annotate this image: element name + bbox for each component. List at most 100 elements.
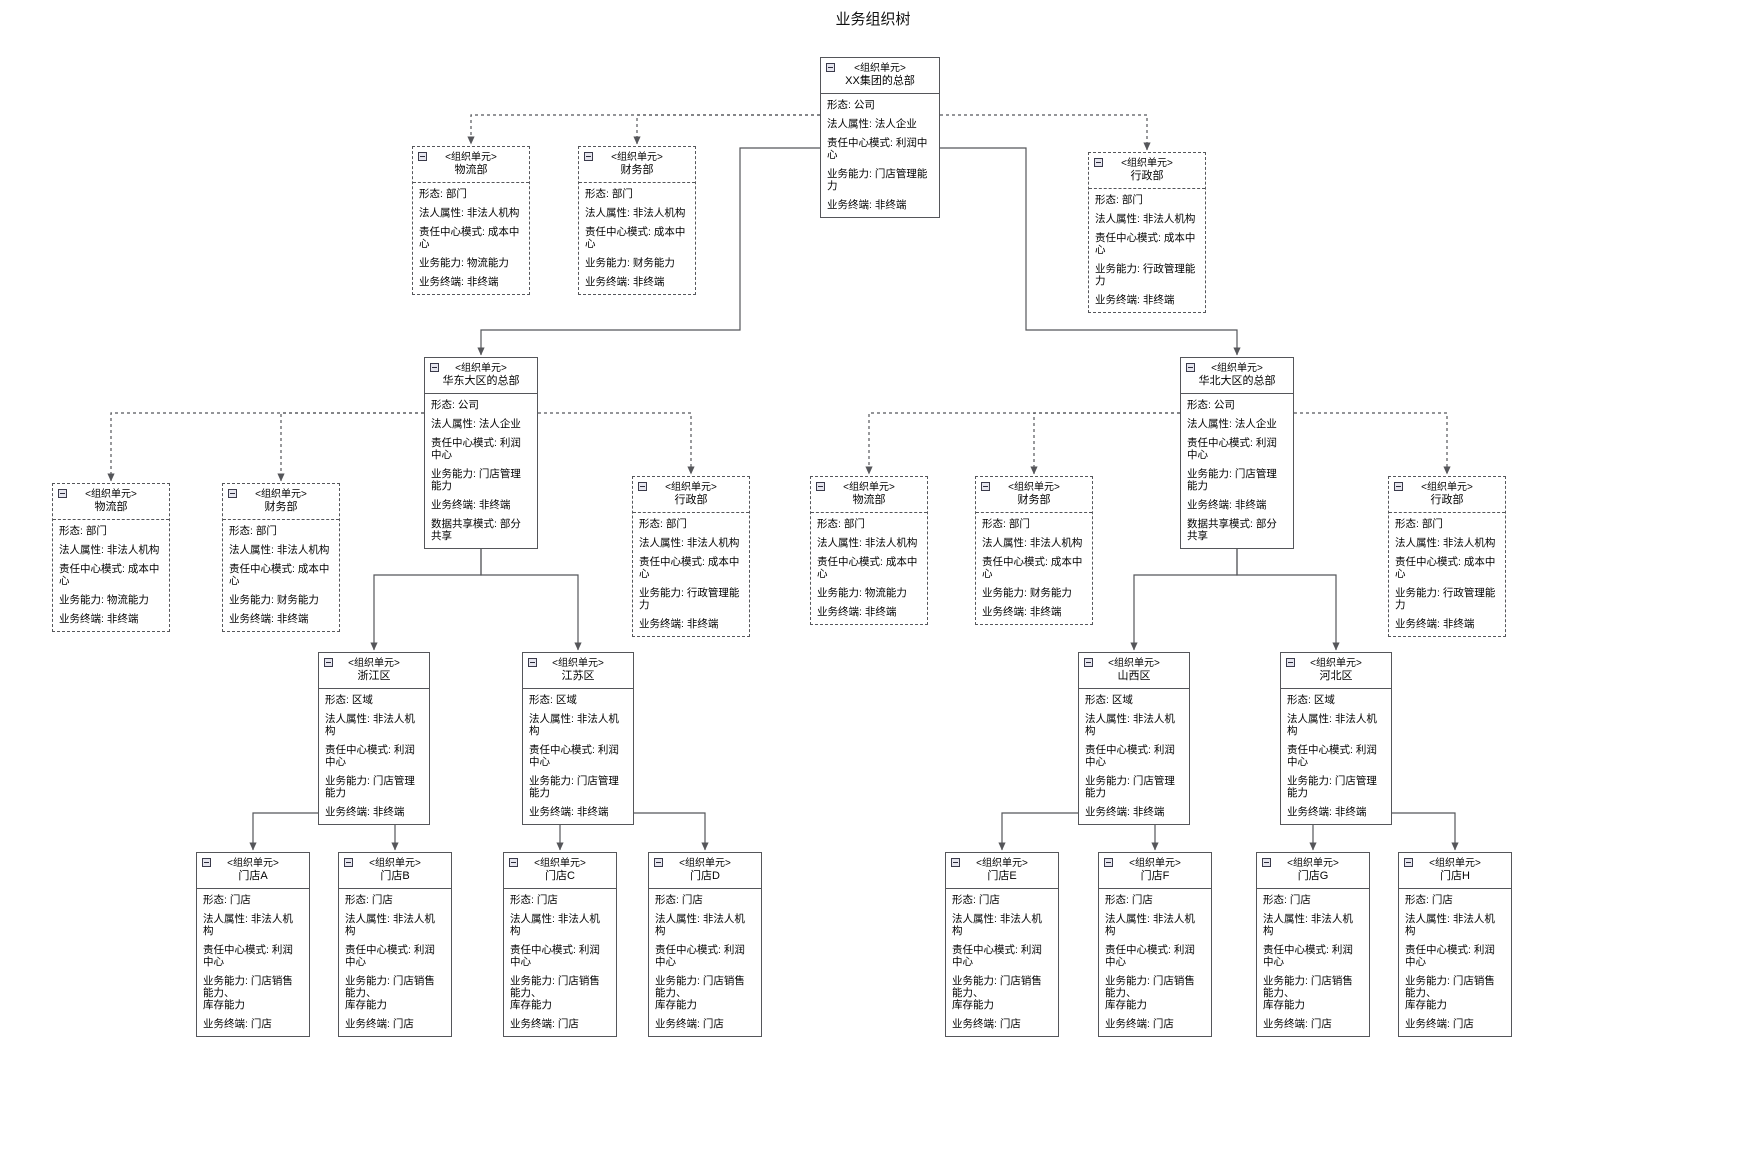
org-node-hq-caiwu[interactable]: <组织单元>财务部形态: 部门法人属性: 非法人机构责任中心模式: 成本中心业务… xyxy=(578,146,696,295)
collapse-icon[interactable] xyxy=(58,489,67,498)
collapse-icon[interactable] xyxy=(1186,363,1195,372)
node-attribute: 形态: 部门 xyxy=(1395,518,1443,530)
collapse-icon[interactable] xyxy=(344,858,353,867)
collapse-icon[interactable] xyxy=(1286,658,1295,667)
node-attribute: 业务能力: 行政管理能力 xyxy=(1395,587,1496,611)
node-title: 物流部 xyxy=(852,494,886,506)
node-header-storeB: <组织单元>门店B xyxy=(339,853,451,889)
collapse-icon[interactable] xyxy=(430,363,439,372)
node-stereotype: <组织单元> xyxy=(843,482,895,493)
node-title: XX集团的总部 xyxy=(845,75,915,87)
node-attribute: 业务终端: 非终端 xyxy=(1085,806,1165,818)
org-node-jiangsu[interactable]: <组织单元>江苏区形态: 区域法人属性: 非法人机构责任中心模式: 利润中心业务… xyxy=(522,652,634,825)
org-node-hb-xingzheng[interactable]: <组织单元>行政部形态: 部门法人属性: 非法人机构责任中心模式: 成本中心业务… xyxy=(1388,476,1506,637)
org-node-hd-wuliu[interactable]: <组织单元>物流部形态: 部门法人属性: 非法人机构责任中心模式: 成本中心业务… xyxy=(52,483,170,632)
collapse-icon[interactable] xyxy=(981,482,990,491)
collapse-icon[interactable] xyxy=(1104,858,1113,867)
node-attribute: 业务能力: 财务能力 xyxy=(585,257,675,269)
node-title: 门店B xyxy=(380,870,410,882)
org-node-hd-caiwu[interactable]: <组织单元>财务部形态: 部门法人属性: 非法人机构责任中心模式: 成本中心业务… xyxy=(222,483,340,632)
node-title: 行政部 xyxy=(674,494,708,506)
node-attribute: 法人属性: 非法人机构 xyxy=(1263,913,1353,937)
node-header-hb-xingzheng: <组织单元>行政部 xyxy=(1389,477,1505,513)
collapse-icon[interactable] xyxy=(654,858,663,867)
node-attribute: 法人属性: 非法人机构 xyxy=(639,537,740,549)
collapse-icon[interactable] xyxy=(228,489,237,498)
org-node-huabei[interactable]: <组织单元>华北大区的总部形态: 公司法人属性: 法人企业责任中心模式: 利润中… xyxy=(1180,357,1294,549)
collapse-icon[interactable] xyxy=(816,482,825,491)
node-title: 门店D xyxy=(690,870,720,882)
collapse-icon[interactable] xyxy=(1404,858,1413,867)
node-attribute: 法人属性: 非法人机构 xyxy=(203,913,293,937)
node-header-storeG: <组织单元>门店G xyxy=(1257,853,1369,889)
collapse-icon[interactable] xyxy=(528,658,537,667)
node-title: 门店G xyxy=(1297,870,1329,882)
node-title: 河北区 xyxy=(1319,670,1353,682)
org-node-hq-wuliu[interactable]: <组织单元>物流部形态: 部门法人属性: 非法人机构责任中心模式: 成本中心业务… xyxy=(412,146,530,295)
node-attribute: 业务终端: 非终端 xyxy=(229,613,309,625)
node-attribute: 责任中心模式: 利润中心 xyxy=(1085,744,1175,768)
collapse-icon[interactable] xyxy=(418,152,427,161)
node-title: 物流部 xyxy=(454,164,488,176)
node-title: 门店A xyxy=(238,870,268,882)
node-attribute: 业务终端: 非终端 xyxy=(59,613,139,625)
node-title: 行政部 xyxy=(1130,170,1164,182)
node-attribute: 责任中心模式: 成本中心 xyxy=(817,556,918,580)
node-attributes-hb-caiwu: 形态: 部门法人属性: 非法人机构责任中心模式: 成本中心业务能力: 财务能力业… xyxy=(976,513,1092,624)
node-stereotype: <组织单元> xyxy=(227,858,279,869)
collapse-icon[interactable] xyxy=(1394,482,1403,491)
node-attribute: 责任中心模式: 利润中心 xyxy=(431,437,521,461)
node-attribute: 形态: 门店 xyxy=(952,894,1000,906)
node-header-hq-wuliu: <组织单元>物流部 xyxy=(413,147,529,183)
collapse-icon[interactable] xyxy=(951,858,960,867)
org-node-hd-xingzheng[interactable]: <组织单元>行政部形态: 部门法人属性: 非法人机构责任中心模式: 成本中心业务… xyxy=(632,476,750,637)
org-node-hb-wuliu[interactable]: <组织单元>物流部形态: 部门法人属性: 非法人机构责任中心模式: 成本中心业务… xyxy=(810,476,928,625)
node-attribute: 法人属性: 非法人机构 xyxy=(1095,213,1196,225)
org-node-hq-xingzheng[interactable]: <组织单元>行政部形态: 部门法人属性: 非法人机构责任中心模式: 成本中心业务… xyxy=(1088,152,1206,313)
collapse-icon[interactable] xyxy=(638,482,647,491)
collapse-icon[interactable] xyxy=(584,152,593,161)
node-attributes-huabei: 形态: 公司法人属性: 法人企业责任中心模式: 利润中心业务能力: 门店管理能力… xyxy=(1181,394,1293,548)
node-attribute: 业务终端: 非终端 xyxy=(419,276,499,288)
collapse-icon[interactable] xyxy=(826,63,835,72)
connector-e-root-hq-wuliu xyxy=(467,114,880,145)
node-attribute: 业务终端: 门店 xyxy=(1263,1018,1332,1030)
node-attribute: 业务终端: 门店 xyxy=(655,1018,724,1030)
node-attribute: 业务终端: 非终端 xyxy=(1287,806,1367,818)
org-node-shanxi[interactable]: <组织单元>山西区形态: 区域法人属性: 非法人机构责任中心模式: 利润中心业务… xyxy=(1078,652,1190,825)
collapse-icon[interactable] xyxy=(509,858,518,867)
collapse-icon[interactable] xyxy=(202,858,211,867)
node-attribute: 形态: 部门 xyxy=(59,525,107,537)
node-attribute: 形态: 区域 xyxy=(325,694,373,706)
collapse-icon[interactable] xyxy=(1084,658,1093,667)
node-attribute: 业务能力: 门店销售能力、 库存能力 xyxy=(952,975,1042,1011)
node-attribute: 业务能力: 门店销售能力、 库存能力 xyxy=(1263,975,1353,1011)
node-attribute: 法人属性: 非法人机构 xyxy=(1405,913,1495,937)
org-node-hebei[interactable]: <组织单元>河北区形态: 区域法人属性: 非法人机构责任中心模式: 利润中心业务… xyxy=(1280,652,1392,825)
node-header-hb-wuliu: <组织单元>物流部 xyxy=(811,477,927,513)
node-attribute: 责任中心模式: 成本中心 xyxy=(639,556,740,580)
node-attribute: 法人属性: 非法人机构 xyxy=(1395,537,1496,549)
collapse-icon[interactable] xyxy=(324,658,333,667)
node-header-storeA: <组织单元>门店A xyxy=(197,853,309,889)
org-node-root[interactable]: <组织单元>XX集团的总部形态: 公司法人属性: 法人企业责任中心模式: 利润中… xyxy=(820,57,940,218)
node-title: 门店F xyxy=(1140,870,1170,882)
node-attribute: 业务终端: 门店 xyxy=(1405,1018,1474,1030)
org-node-hb-caiwu[interactable]: <组织单元>财务部形态: 部门法人属性: 非法人机构责任中心模式: 成本中心业务… xyxy=(975,476,1093,625)
node-stereotype: <组织单元> xyxy=(854,63,906,74)
org-node-zhejiang[interactable]: <组织单元>浙江区形态: 区域法人属性: 非法人机构责任中心模式: 利润中心业务… xyxy=(318,652,430,825)
collapse-icon[interactable] xyxy=(1094,158,1103,167)
collapse-icon[interactable] xyxy=(1262,858,1271,867)
node-stereotype: <组织单元> xyxy=(1129,858,1181,869)
node-stereotype: <组织单元> xyxy=(552,658,604,669)
org-node-huadong[interactable]: <组织单元>华东大区的总部形态: 公司法人属性: 法人企业责任中心模式: 利润中… xyxy=(424,357,538,549)
node-attribute: 法人属性: 非法人机构 xyxy=(325,713,415,737)
